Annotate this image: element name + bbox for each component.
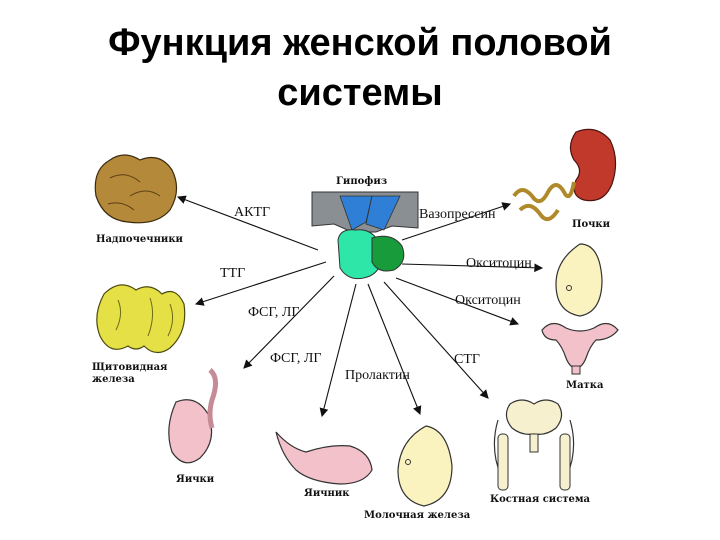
caption-thyroid-1: Щитовидная [92, 362, 168, 373]
arrows [176, 195, 544, 418]
caption-kidneys: Почки [572, 219, 611, 230]
mammary-illustration [397, 425, 453, 507]
caption-skeleton: Костная система [490, 494, 591, 505]
caption-uterus: Матка [566, 380, 604, 391]
arrow-testes [243, 275, 335, 369]
thyroid-illustration [96, 284, 186, 354]
caption-ovary: Яичник [304, 488, 350, 499]
kidney-illustration [512, 128, 617, 222]
arrow-breast-right [401, 263, 544, 273]
title-line-2: системы [277, 72, 443, 114]
arrow-thyroid [194, 261, 327, 306]
adrenal-illustration [94, 154, 178, 224]
label-fsg-lg-2: ФСГ, ЛГ [270, 351, 322, 366]
label-oxytocin-2: Окситоцин [455, 293, 521, 308]
pituitary-gland [311, 191, 419, 280]
page-title: Функция женской половой системы [0, 18, 720, 118]
arrow-uterus [395, 277, 520, 326]
label-vasopressin: Вазопрессин [419, 207, 496, 222]
arrow-ovary [319, 283, 357, 418]
caption-adrenal: Надпочечники [96, 234, 184, 245]
label-prolactin: Пролактин [345, 368, 410, 383]
label-actg: АКТГ [234, 205, 270, 220]
caption-mammary: Молочная железа [364, 510, 471, 521]
arrow-skeleton [383, 281, 489, 399]
caption-testes: Яички [176, 474, 215, 485]
label-oxytocin-1: Окситоцин [466, 256, 532, 271]
breast-illustration-right [555, 243, 603, 317]
arrow-adrenal [176, 195, 319, 251]
label-fsg-lg-1: ФСГ, ЛГ [248, 305, 300, 320]
testes-illustration [168, 368, 218, 464]
arrow-kidneys [401, 202, 512, 241]
uterus-illustration [541, 322, 619, 375]
title-line-1: Функция женской половой [108, 22, 612, 64]
ovary-illustration [275, 431, 373, 485]
arrow-mammary [367, 283, 422, 416]
label-ttg: ТТГ [220, 266, 245, 281]
pituitary-label: Гипофиз [336, 176, 387, 187]
label-stg: СТГ [454, 352, 480, 367]
caption-thyroid-2: железа [92, 374, 135, 385]
skeleton-illustration [493, 399, 575, 491]
